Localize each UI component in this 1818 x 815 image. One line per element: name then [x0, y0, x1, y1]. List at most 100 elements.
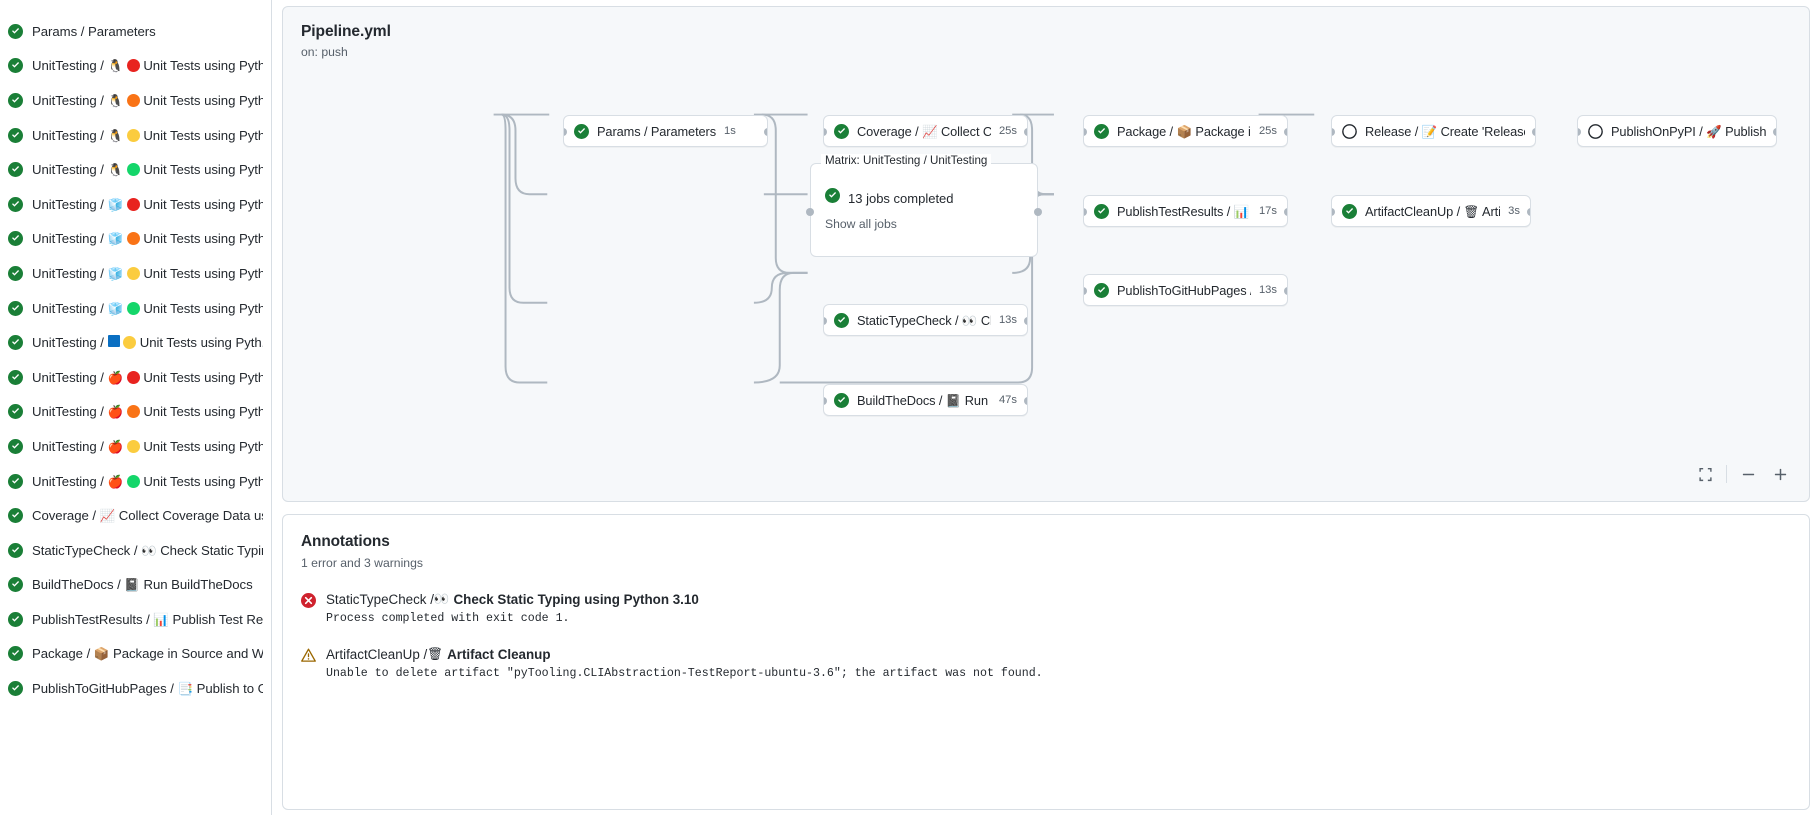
sidebar-job-item[interactable]: Package / 📦 Package in Source and Wh...	[0, 637, 271, 672]
sidebar-job-item[interactable]: BuildTheDocs / 📓 Run BuildTheDocs	[0, 568, 271, 603]
node-step-name: Run Buil...	[964, 392, 991, 408]
node-duration: 47s	[998, 394, 1017, 406]
chart-icon: 📈	[99, 509, 116, 524]
job-label: UnitTesting / 🧊 Unit Tests using Pyth...	[32, 197, 263, 212]
node-port	[1084, 128, 1087, 136]
sidebar-job-item[interactable]: UnitTesting / 🍎 Unit Tests using Pyth...	[0, 429, 271, 464]
node-port	[1578, 128, 1581, 136]
success-icon	[825, 188, 840, 203]
node-duration: 3s	[1508, 205, 1520, 217]
success-icon	[8, 162, 23, 178]
job-suffix: Unit Tests using Pyth...	[143, 231, 263, 247]
sidebar-job-item[interactable]: UnitTesting / 🧊 Unit Tests using Pyth...	[0, 256, 271, 291]
node-duration: 13s	[1258, 284, 1277, 296]
job-status-icon	[8, 611, 23, 627]
sidebar-job-item[interactable]: UnitTesting / 🧊 Unit Tests using Pyth...	[0, 291, 271, 326]
graph-node[interactable]: PublishOnPyPI / 🚀 Publish to ...	[1577, 115, 1777, 147]
job-suffix: Run BuildTheDocs	[143, 577, 253, 593]
node-step-name: Publish to ...	[1725, 123, 1766, 139]
job-label: UnitTesting / 🧊 Unit Tests using Pyth...	[32, 301, 263, 316]
node-label: ArtifactCleanUp / 🗑 Artifac...	[1365, 204, 1500, 219]
node-port	[564, 128, 567, 136]
job-suffix: Unit Tests using Pyth...	[143, 58, 263, 74]
sidebar-job-item[interactable]: UnitTesting / 🍎 Unit Tests using Pyth...	[0, 360, 271, 395]
sidebar-job-item[interactable]: UnitTesting / 🧊 Unit Tests using Pyth...	[0, 187, 271, 222]
graph-header: Pipeline.yml on: push	[283, 7, 1809, 59]
job-suffix: Collect Coverage Data usi...	[118, 508, 263, 524]
job-name: UnitTesting /	[32, 369, 104, 385]
node-label: PublishTestResults / 📊 Pu...	[1117, 204, 1251, 219]
job-suffix: Unit Tests using Pyth...	[143, 369, 263, 385]
sidebar-job-item[interactable]: UnitTesting / 🐧 Unit Tests using Pyth...	[0, 49, 271, 84]
job-label: PublishToGitHubPages / 📑 Publish to G...	[32, 681, 263, 696]
annotation-item[interactable]: StaticTypeCheck / 👀Check Static Typing u…	[301, 592, 1809, 625]
penguin-icon: 🐧	[107, 163, 124, 178]
zoom-in-icon[interactable]	[1769, 463, 1791, 485]
graph-node[interactable]: PublishTestResults / 📊 Pu...17s	[1083, 195, 1288, 227]
annotation-header: StaticTypeCheck / 👀Check Static Typing u…	[326, 592, 699, 607]
python-version-dot	[126, 301, 140, 315]
annotation-body: StaticTypeCheck / 👀Check Static Typing u…	[326, 592, 699, 625]
node-port	[824, 128, 827, 136]
sidebar-job-item[interactable]: Coverage / 📈 Collect Coverage Data usi..…	[0, 498, 271, 533]
graph-node[interactable]: Package / 📦 Package in So...25s	[1083, 115, 1288, 147]
annotations-card: Annotations 1 error and 3 warnings Stati…	[282, 514, 1810, 810]
blue-square-icon	[107, 335, 120, 348]
node-status-icon	[1342, 203, 1357, 219]
sidebar-job-item[interactable]: UnitTesting / 🍎 Unit Tests using Pyth...	[0, 464, 271, 499]
success-icon	[834, 123, 849, 139]
graph-node[interactable]: Release / 📝 Create 'Release P...	[1331, 115, 1536, 147]
zoom-out-icon[interactable]	[1737, 463, 1759, 485]
matrix-summary-row[interactable]: 13 jobs completed	[825, 188, 1037, 208]
job-label: UnitTesting / 🐧 Unit Tests using Pyth...	[32, 162, 263, 177]
sidebar-job-item[interactable]: UnitTesting / Unit Tests using Pyth...	[0, 325, 271, 360]
graph-node[interactable]: PublishToGitHubPages / 📑 ... 13s	[1083, 274, 1288, 306]
apple-icon: 🍎	[107, 474, 124, 489]
node-label: PublishToGitHubPages / 📑 ...	[1117, 283, 1251, 298]
python-version-dot	[126, 197, 140, 211]
node-label: PublishOnPyPI / 🚀 Publish to ...	[1611, 124, 1766, 139]
rocket-icon: 🚀	[1706, 124, 1722, 139]
sidebar-job-item[interactable]: UnitTesting / 🐧 Unit Tests using Pyth...	[0, 118, 271, 153]
graph-node[interactable]: ArtifactCleanUp / 🗑 Artifac... 3s	[1331, 195, 1531, 227]
graph-node[interactable]: StaticTypeCheck / 👀 Chec...13s	[823, 304, 1028, 336]
show-all-jobs-link[interactable]: Show all jobs	[825, 217, 897, 231]
warning-icon	[301, 648, 316, 662]
job-name: UnitTesting /	[32, 300, 104, 316]
fullscreen-icon[interactable]	[1694, 463, 1716, 485]
node-job-name: ArtifactCleanUp /	[1365, 203, 1464, 219]
sidebar-job-item[interactable]: UnitTesting / 🧊 Unit Tests using Pyth...	[0, 222, 271, 257]
sidebar-job-item[interactable]: UnitTesting / 🍎 Unit Tests using Pyth...	[0, 395, 271, 430]
sidebar-job-item[interactable]: UnitTesting / 🐧 Unit Tests using Pyth...	[0, 83, 271, 118]
node-status-icon	[834, 123, 849, 139]
python-version-dot	[126, 93, 140, 107]
sidebar-job-item[interactable]: PublishTestResults / 📊 Publish Test Resu…	[0, 602, 271, 637]
node-label: Release / 📝 Create 'Release P...	[1365, 124, 1525, 139]
graph-node[interactable]: BuildTheDocs / 📓 Run Buil...47s	[823, 384, 1028, 416]
node-status-icon	[1094, 203, 1109, 219]
sidebar-job-item[interactable]: StaticTypeCheck / 👀 Check Static Typing.…	[0, 533, 271, 568]
job-suffix: Publish Test Resu...	[172, 611, 263, 627]
job-suffix: Unit Tests using Pyth...	[143, 300, 263, 316]
job-status-icon	[8, 58, 23, 74]
sidebar-job-item[interactable]: Params / Parameters	[0, 14, 271, 49]
node-job-name: PublishToGitHubPages /	[1117, 282, 1251, 298]
success-icon	[8, 265, 23, 281]
sidebar-job-item[interactable]: UnitTesting / 🐧 Unit Tests using Pyth...	[0, 152, 271, 187]
job-label: UnitTesting / 🐧 Unit Tests using Pyth...	[32, 58, 263, 73]
job-label: UnitTesting / 🧊 Unit Tests using Pyth...	[32, 266, 263, 281]
graph-zoom-controls	[1694, 463, 1791, 485]
node-port	[1527, 208, 1530, 216]
success-icon	[574, 123, 589, 139]
graph-node[interactable]: Coverage / 📈 Collect Cove...25s	[823, 115, 1028, 147]
workflow-trigger: on: push	[301, 45, 348, 59]
sidebar-job-item[interactable]: PublishToGitHubPages / 📑 Publish to G...	[0, 671, 271, 706]
success-icon	[8, 438, 23, 454]
pending-icon	[1588, 123, 1603, 139]
apple-icon: 🍎	[107, 370, 124, 385]
matrix-port-right	[1034, 208, 1042, 216]
